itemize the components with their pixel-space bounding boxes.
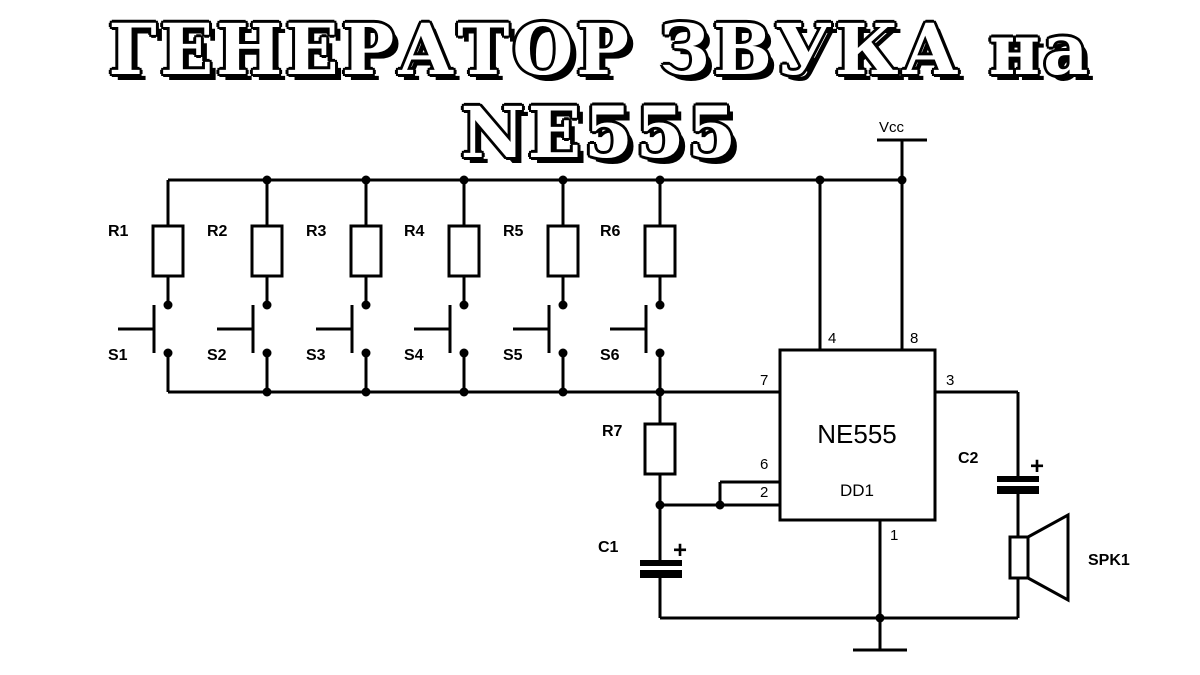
label-r7: R7 — [602, 423, 623, 440]
wires — [168, 138, 1020, 652]
ic-designator: DD1 — [840, 481, 874, 500]
capacitor-c1 — [640, 560, 682, 578]
pin-8-label: 8 — [910, 330, 918, 347]
label-r4: R4 — [404, 223, 425, 240]
branch-1 — [118, 180, 185, 392]
label-r5: R5 — [503, 223, 524, 240]
branch-3 — [316, 180, 383, 392]
junction-dots — [262, 175, 907, 623]
pin-2-label: 2 — [760, 484, 768, 501]
label-r1: R1 — [108, 223, 129, 240]
label-c2: C2 — [958, 450, 979, 467]
c1-plus-sign: + — [673, 537, 687, 564]
branch-5 — [513, 180, 580, 392]
resistor-r2 — [250, 224, 284, 278]
label-s3: S3 — [306, 347, 326, 364]
label-s6: S6 — [600, 347, 620, 364]
ic-ne555 — [778, 348, 937, 522]
capacitor-c2 — [997, 476, 1039, 494]
pin-4-label: 4 — [828, 330, 836, 347]
resistor-r7 — [643, 422, 677, 476]
pin-6-label: 6 — [760, 456, 768, 473]
resistor-r5 — [546, 224, 580, 278]
branch-2 — [217, 180, 284, 392]
pin-3-label: 3 — [946, 372, 954, 389]
resistor-r1 — [151, 224, 185, 278]
label-r2: R2 — [207, 223, 228, 240]
resistor-r3 — [349, 224, 383, 278]
branch-4 — [414, 180, 481, 392]
label-s5: S5 — [503, 347, 523, 364]
pin-1-label: 1 — [890, 527, 898, 544]
speaker-icon — [1008, 512, 1070, 603]
label-c1: C1 — [598, 539, 619, 556]
label-r6: R6 — [600, 223, 621, 240]
page-title: ГЕНЕРАТОР ЗВУКА на NE555 — [108, 8, 1092, 174]
c2-plus-sign: + — [1030, 453, 1044, 480]
label-s1: S1 — [108, 347, 128, 364]
resistor-r4 — [447, 224, 481, 278]
branch-6 — [610, 180, 677, 392]
ic-name: NE555 — [817, 419, 897, 449]
pin-7-label: 7 — [760, 372, 768, 389]
resistor-r6 — [643, 224, 677, 278]
label-r3: R3 — [306, 223, 327, 240]
label-spk1: SPK1 — [1088, 552, 1130, 569]
vcc-label: Vcc — [879, 119, 905, 136]
label-s2: S2 — [207, 347, 227, 364]
label-s4: S4 — [404, 347, 424, 364]
